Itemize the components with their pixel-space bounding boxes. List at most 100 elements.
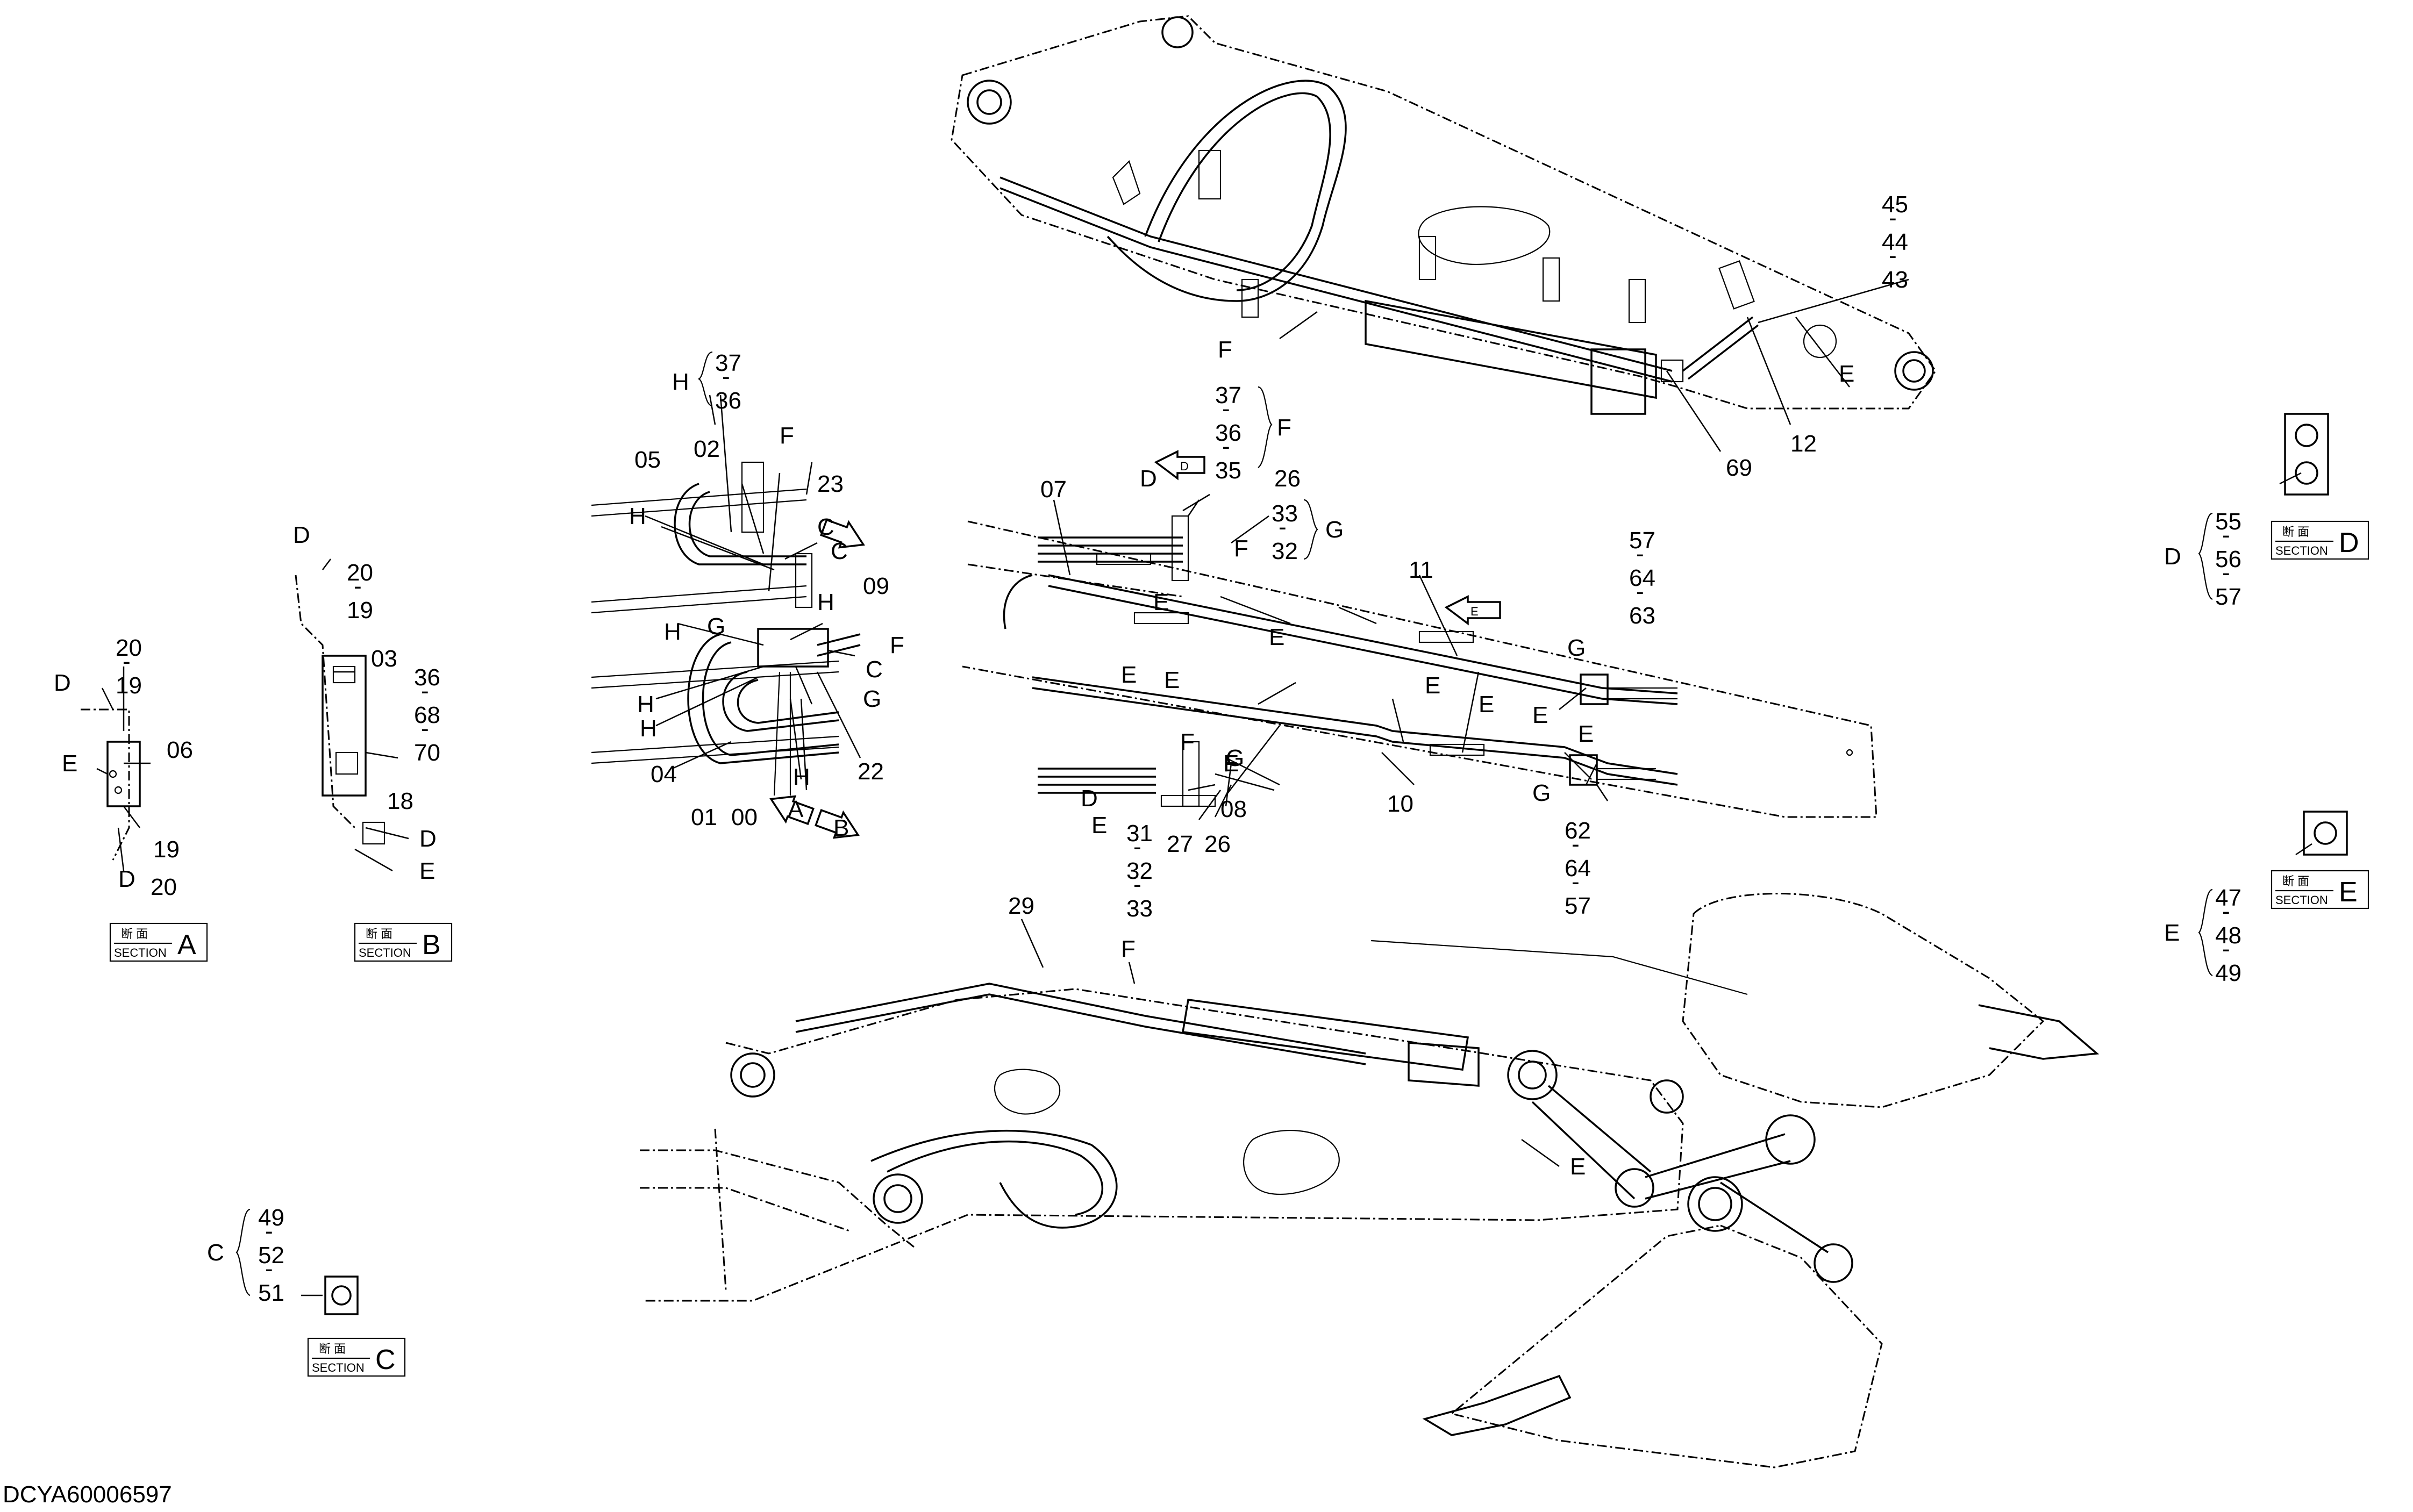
label-d: D	[1081, 785, 1098, 812]
part-26: 26	[1204, 831, 1231, 857]
label-g: G	[1226, 745, 1244, 771]
label-g: G	[863, 686, 881, 712]
section-kanji: 断 面	[366, 927, 392, 941]
part-04: 04	[651, 761, 677, 787]
label-d: D	[2164, 543, 2181, 570]
label-f: F	[1121, 936, 1136, 962]
part-57: 57	[1565, 893, 1591, 919]
section-kanji: 断 面	[121, 927, 148, 941]
label-h: H	[664, 619, 681, 645]
dash-sep: -	[1889, 205, 1897, 231]
label-c: C	[866, 656, 883, 683]
label-e: E	[62, 750, 77, 777]
arrow-letter-d: D	[1180, 460, 1189, 473]
dash-sep: -	[1572, 869, 1580, 895]
label-e: E	[1091, 812, 1107, 839]
part-51: 51	[258, 1280, 284, 1306]
part-23: 23	[817, 471, 844, 497]
part-19: 19	[153, 836, 180, 863]
part-45: 45	[1882, 191, 1908, 218]
label-f: F	[1277, 414, 1291, 441]
part-35: 35	[1215, 457, 1241, 484]
section-d-sketch	[2284, 413, 2329, 496]
label-h: H	[793, 764, 810, 790]
label-d: D	[1140, 465, 1157, 492]
part-20: 20	[151, 874, 177, 900]
label-d: D	[419, 826, 437, 852]
dash-sep: -	[265, 1256, 273, 1282]
dash-sep: -	[1133, 834, 1141, 860]
label-f: F	[780, 422, 794, 449]
label-f: F	[890, 632, 904, 658]
label-e: E	[1153, 589, 1169, 615]
label-h: H	[629, 503, 646, 529]
label-h: H	[817, 589, 834, 615]
part-68: 68	[414, 702, 440, 728]
label-f: F	[1180, 729, 1195, 755]
part-19: 19	[116, 672, 142, 699]
part-62: 62	[1565, 818, 1591, 844]
label-g: G	[707, 613, 725, 640]
label-g: G	[1325, 517, 1344, 543]
part-09: 09	[863, 573, 889, 599]
part-27: 27	[1167, 831, 1193, 857]
section-letter-b: B	[422, 929, 441, 961]
dash-sep: -	[2222, 936, 2230, 962]
label-e: E	[2164, 920, 2180, 946]
view-arrow-c: C	[820, 518, 865, 564]
part-20: 20	[116, 635, 142, 661]
part-03: 03	[371, 646, 397, 672]
dash-sep: -	[1279, 514, 1287, 540]
section-kanji: 断 面	[2282, 875, 2309, 888]
part-00: 00	[731, 804, 758, 830]
label-e: E	[1269, 624, 1284, 650]
label-f: F	[1218, 336, 1232, 363]
part-26: 26	[1274, 465, 1301, 492]
label-e: E	[1425, 672, 1440, 699]
dash-sep: -	[1222, 433, 1230, 460]
label-e: E	[1578, 721, 1594, 747]
label-f: F	[1223, 750, 1238, 777]
label-g: G	[1567, 635, 1586, 661]
part-36: 36	[715, 388, 741, 414]
dash-sep: -	[2222, 522, 2230, 548]
arrow-letter-a: A	[788, 796, 804, 822]
part-57: 57	[1629, 527, 1655, 554]
part-05: 05	[634, 447, 661, 473]
dash-sep: -	[1636, 578, 1644, 605]
part-52: 52	[258, 1242, 284, 1269]
view-arrow-b: B	[815, 808, 860, 841]
section-box-c: 断 面 SECTION C	[307, 1337, 406, 1377]
arrow-letter-e: E	[1470, 605, 1479, 618]
label-g: G	[1532, 780, 1551, 806]
label-e: E	[1121, 662, 1137, 688]
view-arrow-e: E	[1444, 595, 1501, 626]
part-64: 64	[1565, 855, 1591, 882]
part-29: 29	[1008, 893, 1034, 919]
label-e: E	[1223, 750, 1239, 777]
view-arrow-a: A	[769, 795, 815, 826]
section-kanji: 断 面	[319, 1342, 346, 1356]
part-02: 02	[694, 436, 720, 462]
part-20: 20	[347, 560, 373, 586]
lower-boom-assembly	[640, 893, 2100, 1468]
dash-sep: -	[1636, 541, 1644, 567]
part-44: 44	[1882, 229, 1908, 255]
part-18: 18	[387, 788, 413, 814]
dash-sep: -	[1889, 242, 1897, 269]
section-word: SECTION	[2275, 544, 2328, 557]
part-32: 32	[1126, 858, 1153, 884]
section-a-sketch	[81, 708, 141, 861]
dash-sep: -	[123, 648, 131, 675]
section-box-b: 断 面 SECTION B	[354, 922, 453, 962]
dash-sep: -	[354, 573, 362, 599]
label-e: E	[419, 858, 435, 884]
upper-boom-assembly	[951, 15, 1937, 415]
dash-sep: -	[722, 363, 730, 390]
part-12: 12	[1790, 431, 1817, 457]
part-19: 19	[347, 597, 373, 624]
section-word: SECTION	[312, 1361, 365, 1374]
part-31: 31	[1126, 820, 1153, 847]
section-word: SECTION	[359, 946, 411, 959]
dash-sep: -	[2222, 560, 2230, 586]
